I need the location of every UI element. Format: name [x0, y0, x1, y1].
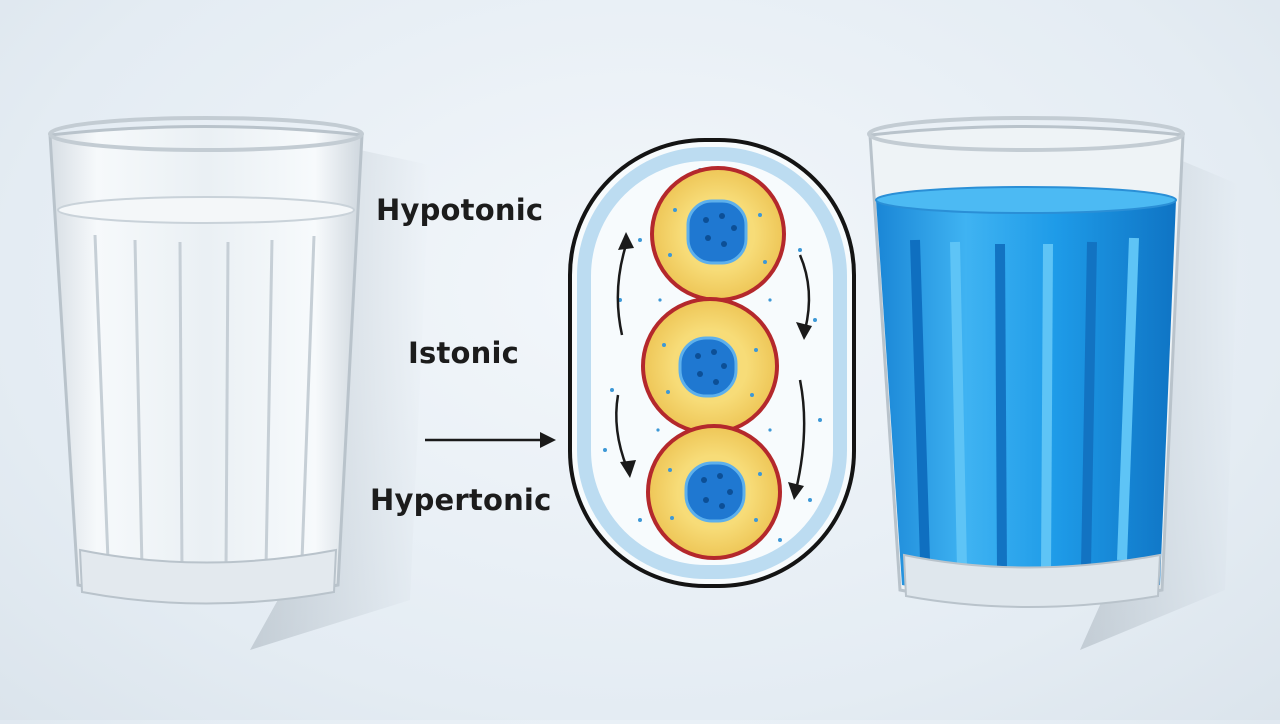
cycle-arrowheads — [618, 232, 812, 500]
right-glass-facets — [910, 237, 1139, 573]
pointer-arrow — [425, 432, 556, 448]
right-glass-base — [902, 553, 1162, 608]
cell-capsule — [568, 138, 856, 588]
nucleus — [684, 461, 746, 523]
left-glass-rim — [48, 116, 364, 152]
right-glass-blue-liquid — [876, 193, 1176, 597]
right-glass-rim — [867, 116, 1185, 152]
nucleus — [686, 199, 748, 265]
left-glass-facets — [93, 234, 316, 573]
right-glass — [867, 116, 1240, 650]
cell-hypotonic — [650, 166, 786, 302]
left-glass-water-surface — [57, 196, 355, 224]
label-hypertonic: Hypertonic — [370, 483, 552, 517]
label-hypotonic: Hypotonic — [376, 193, 544, 227]
label-isotonic: Istonic — [408, 336, 520, 370]
left-glass-base — [78, 548, 338, 605]
cell-isotonic — [641, 297, 779, 435]
right-glass-water-surface — [875, 186, 1177, 214]
capsule-inner-rim — [577, 147, 847, 579]
nucleus — [678, 336, 738, 398]
cycle-arrows — [615, 244, 811, 491]
cell-hypertonic — [646, 424, 782, 560]
solute-dots — [603, 168, 822, 542]
left-glass — [48, 116, 430, 650]
